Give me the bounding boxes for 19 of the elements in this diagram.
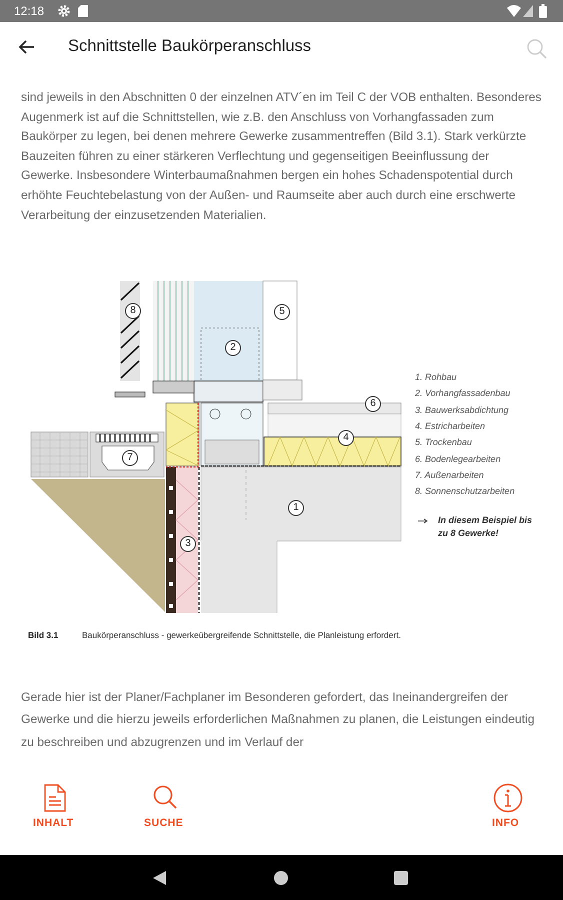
callout-number: 6: [365, 396, 381, 412]
body-paragraph: sind jeweils in den Abschnitten 0 der einzelnen ATV´en im Teil C der VOB enthalten. Besonderes Augenmerk ist auf die Schnittstellen, wie z.B. den Anschluss von Vorhangfassaden zum Baukörper zu legen, bei denen mehrere Gewerke zusammentreffen (Bild 3.1). Stark verkürzte Bauzeiten führen zu einer stärkeren Verflechtung und gegenseitigen Beeinflussung der Gewerke. Insbesondere Winterbaumaßnahmen bergen ein hohes Schadenspotential durch erhöhte Feuchtebelastung von der Außen- und Raumseite aber auch durch eine erschwerte Verarbeitung der einzusetzenden Materialien.: [21, 89, 543, 224]
nav-label: SUCHE: [144, 817, 184, 829]
legend-item: 7. Außenarbeiten: [415, 470, 484, 480]
figure-number: Bild 3.1: [28, 630, 58, 640]
legend-item: 6. Bodenlegearbeiten: [415, 454, 501, 464]
legend-item: 4. Estricharbeiten: [415, 420, 486, 431]
legend-item: 5. Trockenbau: [415, 437, 472, 448]
status-time: 12:18: [14, 4, 44, 18]
legend-item: 3. Bauwerksabdichtung: [415, 404, 509, 415]
legend-item: 1. Rohbau: [415, 372, 457, 382]
page-title: Schnittstelle Baukörperanschluss: [68, 37, 312, 56]
note-text: In diesem Beispiel bis zu 8 Gewerke!: [438, 514, 534, 540]
nav-label: INFO: [492, 817, 520, 829]
nav-label: INHALT: [33, 817, 74, 829]
figure-caption: Baukörperanschluss - gewerkeübergreifende Schnittstelle, die Planleistung erfordert.: [82, 630, 401, 640]
legend-item: 2. Vorhangfassadenbau: [415, 388, 510, 398]
body-paragraph: Gerade hier ist der Planer/Fachplaner im Besonderen gefordert, das Ineinandergreifen der Gewerke und die hierzu jeweils erforderlichen Maßnahmen zu planen, die Leistungen eindeutig zu beschreiben und abzugrenzen und im Verlauf der: [21, 689, 536, 751]
legend-item: 8. Sonnenschutzarbeiten: [415, 486, 515, 496]
